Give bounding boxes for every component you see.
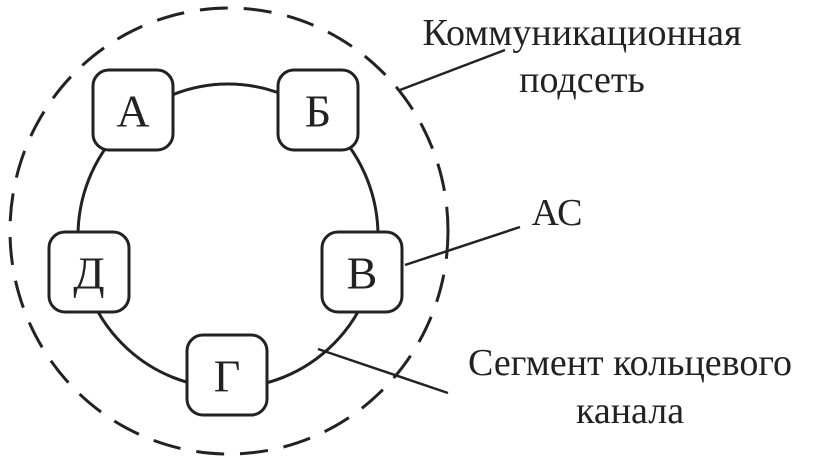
node-g: Г bbox=[185, 333, 269, 417]
node-a: А bbox=[91, 68, 175, 152]
leader-line-subnet bbox=[399, 48, 506, 92]
node-d-label: Д bbox=[73, 248, 104, 299]
node-g-label: Г bbox=[214, 351, 241, 402]
label-segment-line1: Сегмент кольцевого bbox=[468, 342, 792, 384]
leader-line-as bbox=[404, 225, 521, 267]
node-a-label: А bbox=[116, 86, 149, 137]
node-d: Д bbox=[47, 230, 131, 314]
leader-line-segment bbox=[317, 347, 449, 395]
node-b: Б bbox=[276, 68, 360, 152]
communication-subnet-boundary bbox=[8, 6, 450, 456]
node-v-label: В bbox=[347, 248, 378, 299]
node-b-label: Б bbox=[305, 86, 331, 137]
label-as: АС bbox=[532, 192, 583, 234]
label-subnet-line1: Коммуникационная bbox=[423, 12, 742, 54]
node-v: В bbox=[320, 230, 404, 314]
label-segment-line2: канала bbox=[576, 390, 684, 432]
label-subnet-line2: подсеть bbox=[519, 59, 645, 101]
